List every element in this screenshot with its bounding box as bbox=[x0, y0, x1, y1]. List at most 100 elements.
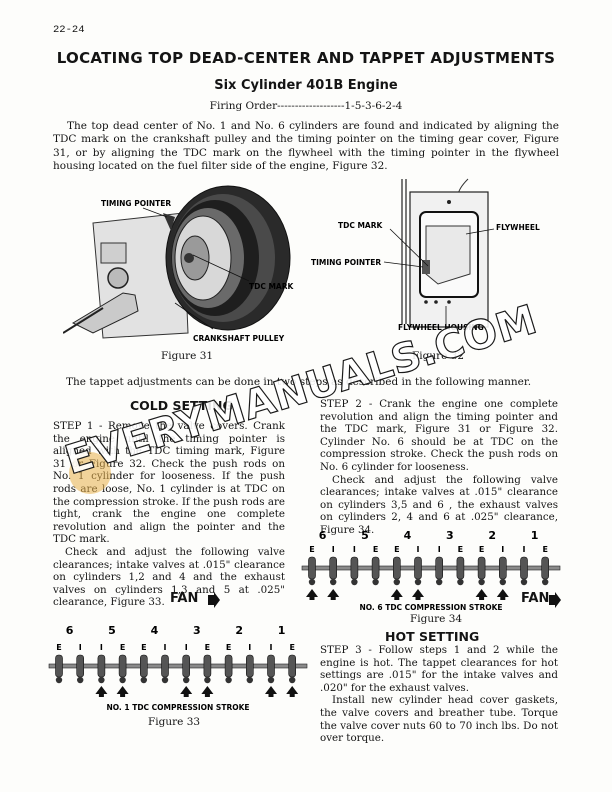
fig33-valve-spring bbox=[183, 676, 190, 684]
fig33-valve-arrow bbox=[265, 686, 277, 697]
fig34-cylinder-number: 4 bbox=[404, 529, 412, 542]
fig33-valve-spring bbox=[204, 676, 211, 684]
step1-paragraph: STEP 1 - Remove the valve covers. Crank … bbox=[53, 420, 285, 546]
fig33-valve-letter: I bbox=[100, 643, 103, 652]
fig33-cylinder-number: 6 bbox=[66, 624, 74, 637]
fig34-valve-letter: I bbox=[332, 545, 335, 554]
label-crankshaft-pulley: CRANKSHAFT PULLEY bbox=[193, 334, 285, 343]
fig33-rocker-arm bbox=[161, 654, 169, 678]
fig33-valve-letter: I bbox=[79, 643, 82, 652]
step2-paragraph: STEP 2 - Crank the engine one complete r… bbox=[320, 398, 558, 473]
fig34-valve-spring bbox=[520, 578, 528, 586]
fig33-valve-spring bbox=[98, 676, 105, 684]
fig34-valve-letter: E bbox=[479, 545, 484, 554]
fig34-valve-spring bbox=[542, 578, 549, 586]
figure-33-caption: Figure 33 bbox=[148, 716, 201, 728]
fig33-rocker-arm bbox=[118, 654, 127, 678]
fig34-valve-arrow bbox=[412, 589, 424, 600]
figure-34-caption: Figure 34 bbox=[410, 613, 463, 625]
fig33-rocker-arm bbox=[140, 654, 148, 678]
fig34-rocker-arm bbox=[477, 556, 486, 580]
step2-adjust-paragraph: Check and adjust the following valve cle… bbox=[320, 473, 558, 536]
label-timing-pointer: TIMING POINTER bbox=[101, 199, 171, 208]
fig34-cylinder-number: 1 bbox=[531, 529, 539, 542]
fig34-valve-letter: I bbox=[438, 545, 441, 554]
fig34-rocker-arm bbox=[499, 556, 507, 580]
fig34-stroke-label: NO. 6 TDC COMPRESSION STROKE bbox=[359, 603, 502, 612]
fig34-valve-spring bbox=[308, 578, 316, 586]
fig33-cylinder-number: 1 bbox=[278, 624, 286, 637]
fig33-rocker-arm bbox=[288, 654, 296, 678]
fig33-valve-letter: I bbox=[164, 643, 167, 652]
fig34-valve-letter: E bbox=[309, 545, 314, 554]
fig34-rocker-arm bbox=[414, 556, 422, 580]
fig34-valve-spring bbox=[436, 578, 443, 586]
fig33-rocker-arm bbox=[182, 654, 190, 678]
fan-arrow-icon bbox=[549, 592, 561, 608]
tappet-intro: The tappet adjustments can be done in tw… bbox=[66, 376, 532, 388]
fig34-valve-spring bbox=[478, 578, 485, 586]
fig33-valve-spring bbox=[77, 676, 84, 684]
fig34-rocker-arm bbox=[541, 556, 549, 580]
fig33-valve-spring bbox=[225, 676, 232, 684]
fig34-valve-spring bbox=[372, 578, 379, 586]
fig33-rocker-arm bbox=[76, 654, 85, 678]
fig34-valve-arrow bbox=[390, 589, 403, 600]
fig34-valve-spring bbox=[330, 578, 337, 586]
figure-32-caption: Figure 32 bbox=[412, 350, 465, 362]
fig34-valve-letter: I bbox=[417, 545, 420, 554]
fig34-rocker-arm bbox=[350, 556, 359, 580]
fig33-valve-spring bbox=[119, 676, 126, 684]
fig33-valve-letter: I bbox=[185, 643, 188, 652]
fig33-valve-spring bbox=[140, 676, 147, 684]
fig34-rocker-arm bbox=[329, 556, 338, 580]
label-flywheel: FLYWHEEL bbox=[496, 223, 540, 232]
fig34-valve-arrow bbox=[475, 589, 488, 600]
fig33-valve-letter: E bbox=[141, 643, 146, 652]
final-paragraph: Install new cylinder head cover gaskets,… bbox=[320, 694, 558, 745]
page-title: LOCATING TOP DEAD-CENTER AND TAPPET ADJU… bbox=[56, 49, 556, 67]
fig34-rocker-arm bbox=[456, 556, 465, 580]
fig33-rocker-arm bbox=[224, 654, 233, 678]
fig33-valve-arrow bbox=[286, 686, 299, 697]
figure-32-illustration: TDC MARK FLYWHEEL TIMING POINTER FLYWHEE… bbox=[311, 178, 540, 332]
fig34-rocker-shaft bbox=[301, 565, 561, 571]
fig34-valve-arrow bbox=[306, 589, 318, 600]
fig34-cylinder-number: 6 bbox=[319, 529, 327, 542]
fig33-cylinder-number: 3 bbox=[193, 624, 201, 637]
step3-paragraph: STEP 3 - Follow steps 1 and 2 while the … bbox=[320, 644, 558, 694]
figure-31-illustration: TIMING POINTER TDC MARK CRANKSHAFT PULLE… bbox=[63, 185, 294, 343]
fig34-cylinder-number: 3 bbox=[446, 529, 454, 542]
fig33-cylinder-number: 5 bbox=[108, 624, 116, 637]
fig34-valve-arrow bbox=[327, 589, 340, 600]
fig33-rocker-arm bbox=[246, 654, 254, 678]
fig33-rocker-arm bbox=[267, 654, 275, 678]
step1-adjust-paragraph: Check and adjust the following valve cle… bbox=[53, 545, 285, 609]
fig34-valve-letter: I bbox=[523, 545, 526, 554]
fig34-valve-spring bbox=[414, 578, 422, 586]
fig33-cylinder-number: 4 bbox=[151, 624, 159, 637]
fig34-valve-letter: E bbox=[373, 545, 378, 554]
fan-arrow-icon bbox=[208, 592, 220, 608]
watermark-logo bbox=[69, 452, 111, 494]
fig34-valve-letter: E bbox=[542, 545, 547, 554]
fig33-stroke-label: NO. 1 TDC COMPRESSION STROKE bbox=[106, 703, 249, 712]
fig33-valve-arrow bbox=[95, 686, 108, 697]
fig33-valve-letter: E bbox=[120, 643, 125, 652]
fig33-valve-spring bbox=[55, 676, 63, 684]
fig33-cylinder-number: 2 bbox=[235, 624, 243, 637]
label-tdc-mark-fig32: TDC MARK bbox=[338, 221, 383, 230]
fig33-valve-arrow bbox=[180, 686, 193, 697]
fig34-rocker-arm bbox=[371, 556, 380, 580]
fig34-valve-spring bbox=[393, 578, 400, 586]
fig34-rocker-arm bbox=[520, 556, 528, 580]
fig34-valve-letter: E bbox=[458, 545, 463, 554]
firing-order: Firing Order-------------------1-5-3-6-2… bbox=[209, 100, 403, 112]
fig33-rocker-arm bbox=[203, 654, 212, 678]
label-tdc-mark: TDC MARK bbox=[249, 282, 294, 291]
fig34-valve-letter: I bbox=[501, 545, 504, 554]
fig34-cylinder-number: 5 bbox=[361, 529, 369, 542]
fig33-valve-arrow bbox=[116, 686, 129, 697]
fig33-rocker-shaft bbox=[48, 663, 308, 669]
